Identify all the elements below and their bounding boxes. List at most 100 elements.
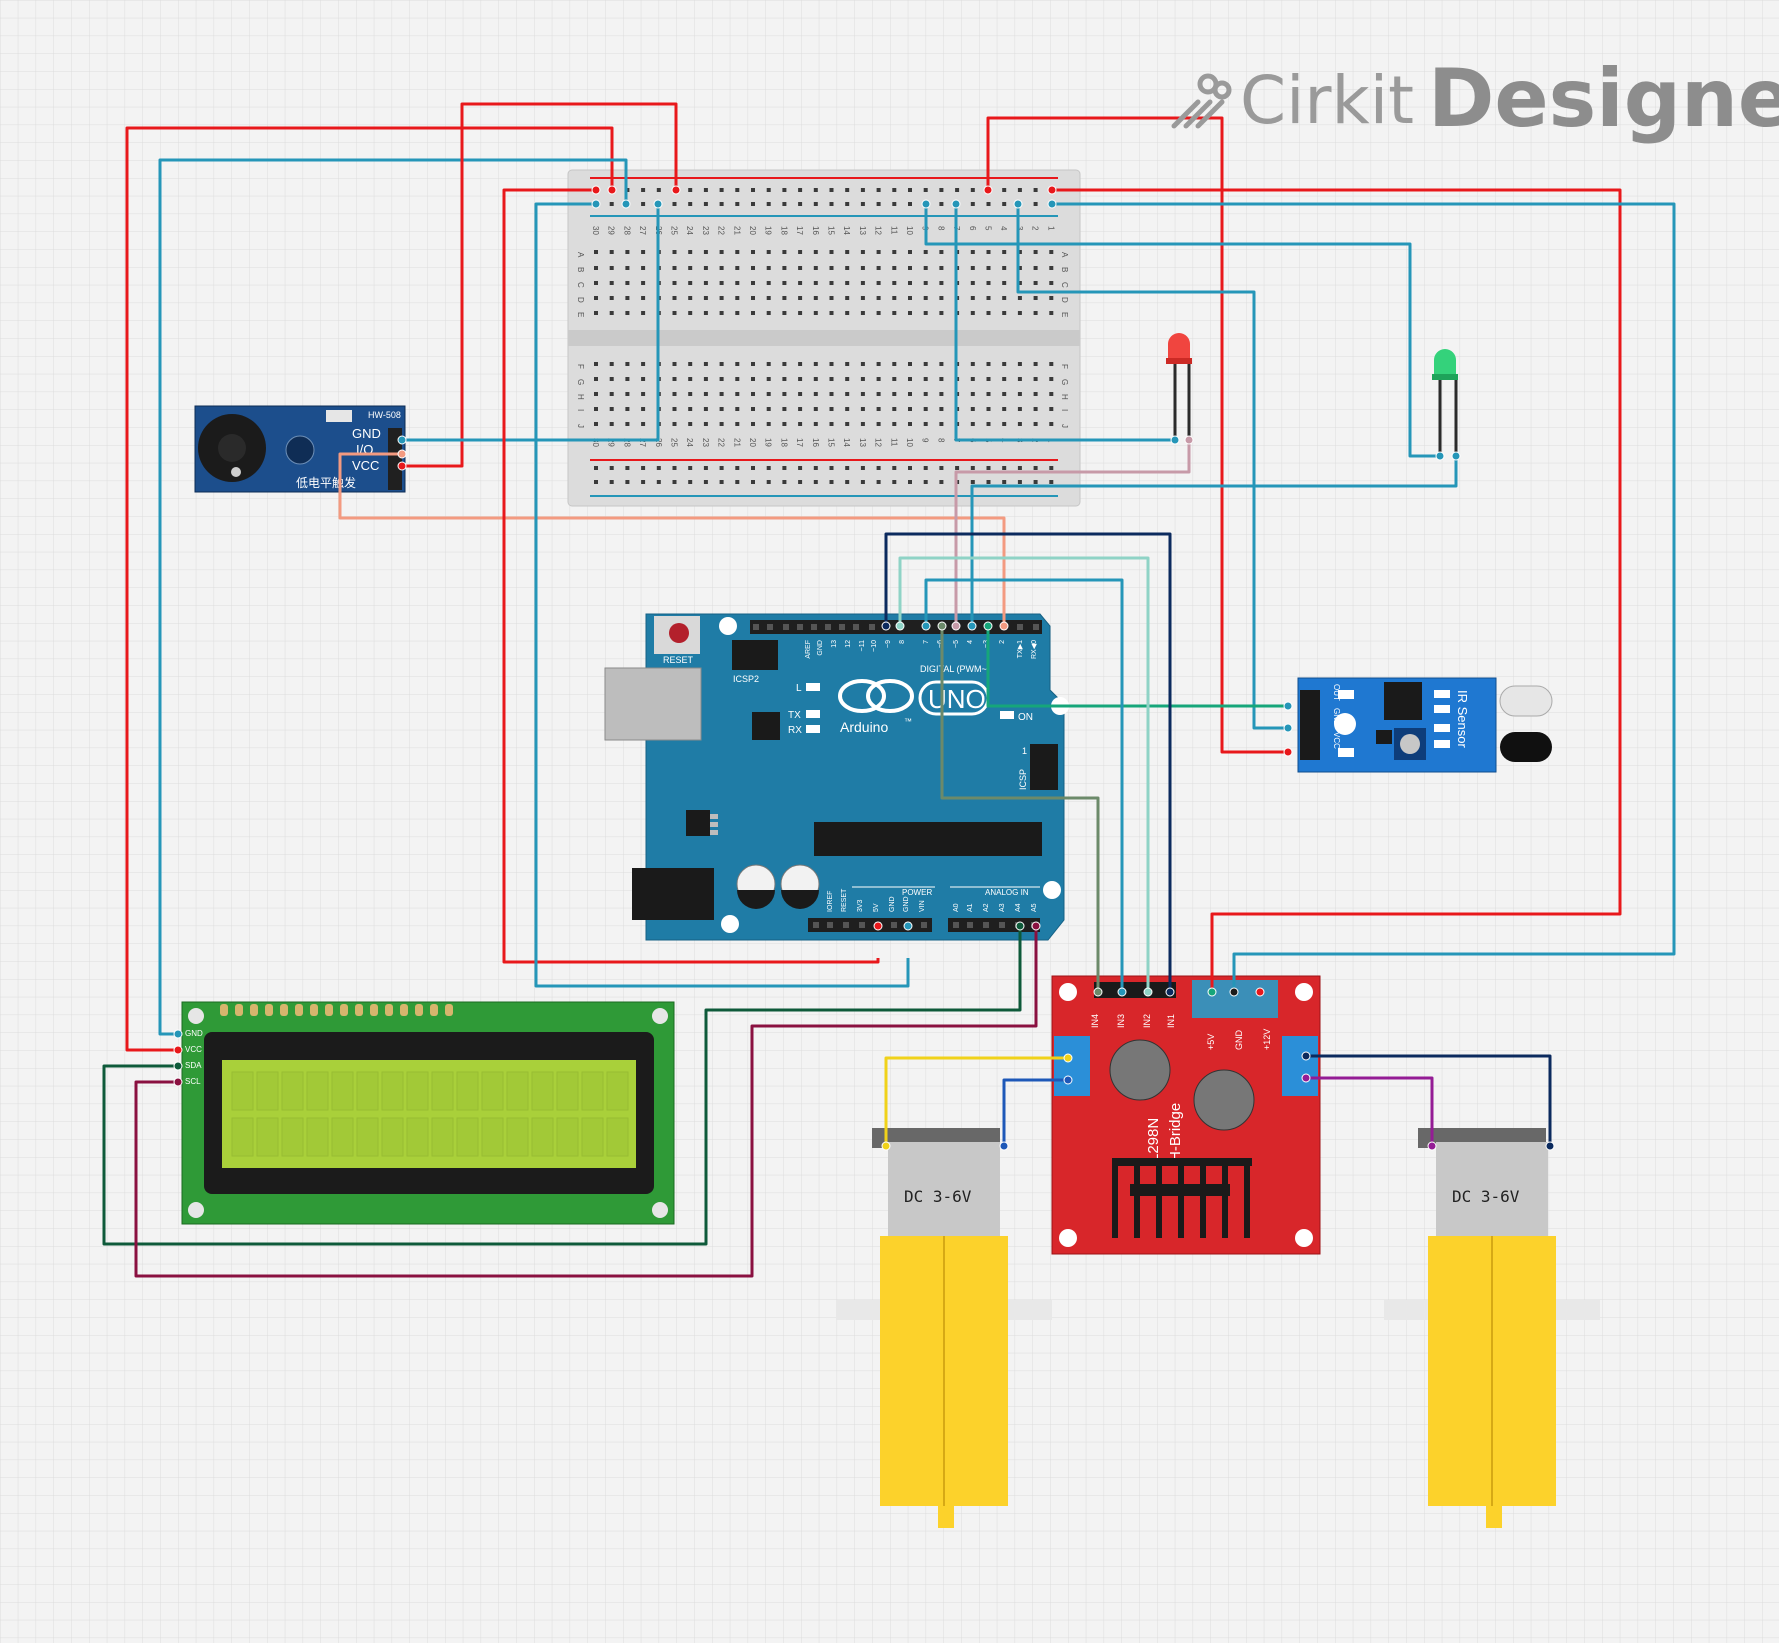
lcd-char-cell xyxy=(431,1071,454,1111)
wire-endpoints xyxy=(173,185,1555,1151)
wire-buzzer-io xyxy=(338,452,1006,626)
lcd-char-cell xyxy=(381,1117,404,1157)
wire-endpoint xyxy=(1301,1051,1311,1061)
arduino-header-pin xyxy=(753,624,759,630)
buzzer-pin-vcc: VCC xyxy=(352,458,379,473)
breadboard-row-label: E xyxy=(576,312,585,317)
lcd-char-cell xyxy=(581,1071,604,1111)
wire-rail-to-hbridge-gnd xyxy=(1052,202,1676,990)
wire-in4 xyxy=(940,626,1100,990)
arduino-power-pin-label: VIN xyxy=(919,900,926,912)
wire-green-led-pin4 xyxy=(970,456,1458,626)
wire-endpoint xyxy=(921,621,931,631)
heatsink-fin xyxy=(1178,1158,1184,1238)
lcd-char-cell xyxy=(256,1071,279,1111)
breadboard-col-label: 11 xyxy=(889,226,898,235)
arduino-digital-pin-label: 4 xyxy=(967,640,974,644)
breadboard-col-label: 23 xyxy=(701,438,710,447)
wire-endpoint xyxy=(1047,199,1057,209)
wire-endpoint xyxy=(1283,701,1293,711)
lcd-header-pad xyxy=(325,1004,333,1016)
breadboard-col-label: 26 xyxy=(654,438,663,447)
breadboard-col-label: 19 xyxy=(764,438,773,447)
lcd-char-cell xyxy=(606,1071,629,1111)
breadboard-col-label: 27 xyxy=(638,226,647,235)
heatsink-fin xyxy=(1134,1158,1140,1238)
wire-endpoint xyxy=(173,1061,183,1071)
heatsink-fin xyxy=(1222,1158,1228,1238)
wire-ir-vcc xyxy=(986,116,1288,754)
wire-motor-right-a xyxy=(1306,1054,1552,1146)
lcd-header-pad xyxy=(220,1004,228,1016)
buzzer-caption: 低电平触发 xyxy=(296,475,356,490)
breadboard-row-label: I xyxy=(1060,409,1069,411)
breadboard-col-label: 25 xyxy=(670,438,679,447)
arduino-header-pin xyxy=(853,624,859,630)
arduino-header-pin xyxy=(767,624,773,630)
breadboard-col-label: 14 xyxy=(842,438,851,447)
wire-endpoint xyxy=(983,621,993,631)
breadboard-col-label: 28 xyxy=(622,226,631,235)
hbridge-gnd: GND xyxy=(1234,1030,1244,1051)
breadboard-col-label: 6 xyxy=(968,226,977,231)
arduino-digital-pin-label: GND xyxy=(817,640,824,656)
wire-endpoint xyxy=(999,1141,1009,1151)
wire-endpoint xyxy=(1451,451,1461,461)
lcd-char-cell xyxy=(306,1117,329,1157)
wire-lcd-scl xyxy=(134,928,1038,1278)
wire-endpoint xyxy=(1170,435,1180,445)
wire-endpoint xyxy=(1117,987,1127,997)
lcd-char-cell xyxy=(506,1117,529,1157)
breadboard-col-label: 30 xyxy=(591,226,600,235)
wire-endpoint xyxy=(591,199,601,209)
arduino-icsp-one: 1 xyxy=(1022,746,1027,756)
breadboard-col-label: 10 xyxy=(905,226,914,235)
breadboard-row-label: B xyxy=(576,267,585,272)
breadboard-row-label: I xyxy=(576,409,585,411)
wire-motor-left-b xyxy=(1002,1078,1068,1146)
breadboard-col-label: 2 xyxy=(1031,226,1040,231)
hbridge-title-2: H-Bridge xyxy=(1167,1103,1184,1162)
ir-pin-out: OUT xyxy=(1332,684,1341,701)
wire-endpoint xyxy=(1207,987,1217,997)
lcd-char-cell xyxy=(531,1071,554,1111)
wire-motor-right-b xyxy=(1306,1076,1434,1146)
arduino-header-pin xyxy=(869,624,875,630)
hbridge-in4: IN4 xyxy=(1090,1014,1100,1028)
breadboard-row-label: B xyxy=(1060,267,1069,272)
wire-endpoint xyxy=(903,921,913,931)
wire-endpoint xyxy=(881,1141,891,1151)
breadboard-col-label: 29 xyxy=(607,226,616,235)
breadboard-col-label: 22 xyxy=(717,438,726,447)
lcd-char-cell xyxy=(406,1117,429,1157)
lcd-char-cell xyxy=(381,1071,404,1111)
breadboard-col-label: 1 xyxy=(1046,226,1055,231)
arduino-digital-pin-label: ~11 xyxy=(859,640,866,651)
arduino-power-pin xyxy=(813,922,819,928)
arduino-header-pin xyxy=(1033,624,1039,630)
lcd-char-cell xyxy=(406,1071,429,1111)
wire-red-led-pin5 xyxy=(954,440,1191,626)
arduino-analog-pin xyxy=(953,922,959,928)
breadboard-row-label: A xyxy=(576,252,585,258)
arduino-tm: ™ xyxy=(904,717,912,726)
lcd-header-pad xyxy=(340,1004,348,1016)
wire-endpoint xyxy=(1093,987,1103,997)
arduino-icsp-label: ICSP xyxy=(1018,769,1028,790)
wire-endpoint xyxy=(1143,987,1153,997)
lcd-char-cell xyxy=(581,1117,604,1157)
lcd-char-cell xyxy=(306,1071,329,1111)
wire-endpoint xyxy=(671,185,681,195)
heatsink-fin xyxy=(1156,1158,1162,1238)
breadboard-col-label: 22 xyxy=(717,226,726,235)
breadboard-row-label: G xyxy=(576,379,585,385)
wire-endpoint xyxy=(1063,1053,1073,1063)
wire-lcd-gnd xyxy=(158,158,628,1036)
wire-lcd-vcc xyxy=(125,126,614,1052)
wire-rail-to-hbridge-5v xyxy=(1052,188,1622,990)
lcd-char-cell xyxy=(531,1117,554,1157)
wire-endpoint xyxy=(1427,1141,1437,1151)
lcd-char-cell xyxy=(256,1117,279,1157)
arduino-power-pin xyxy=(843,922,849,928)
breadboard: 3030292928282727262625252424232322222121… xyxy=(567,169,1081,507)
